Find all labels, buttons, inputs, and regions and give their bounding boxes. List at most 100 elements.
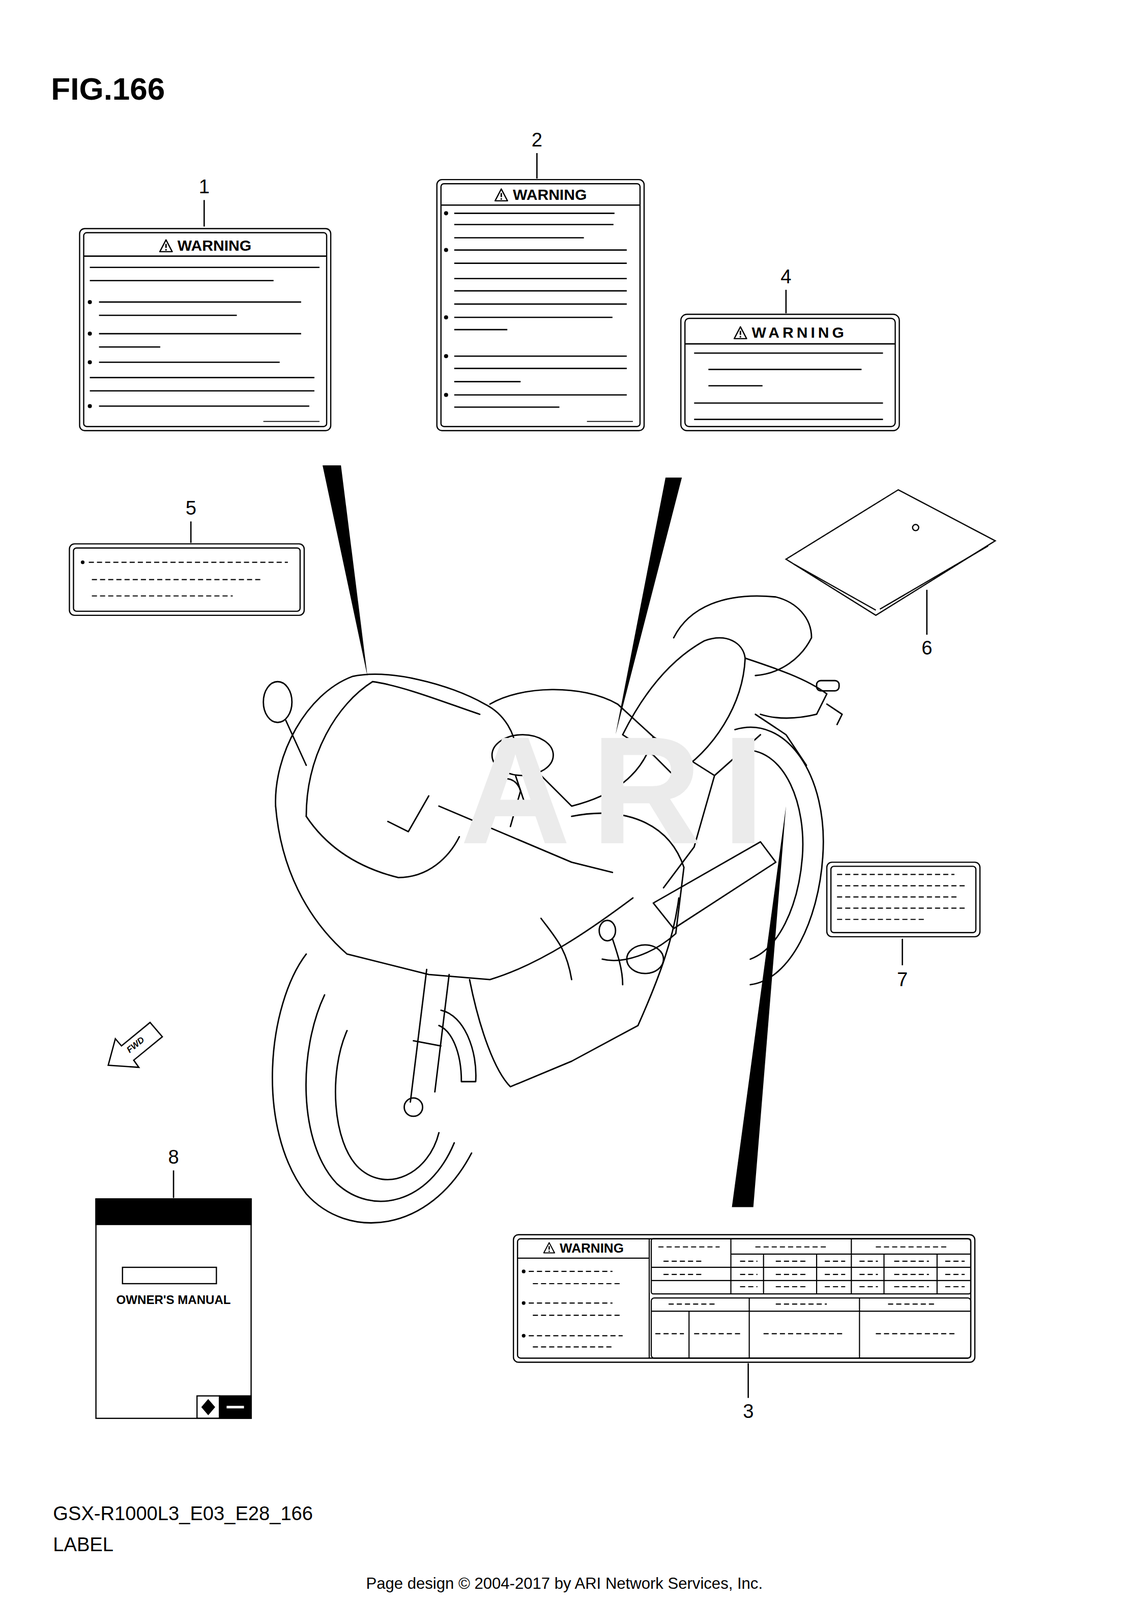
warning-triangle <box>159 240 172 252</box>
bullet-dots <box>444 211 449 216</box>
warning-triangle <box>739 335 742 338</box>
label-outlines <box>830 866 976 933</box>
label-3-table-lines <box>517 1258 650 1260</box>
leader-lines <box>925 590 928 635</box>
label-text-lines <box>454 381 521 383</box>
owners-manual: OWNER'S MANUAL <box>96 1199 252 1419</box>
label-outlines <box>79 228 331 431</box>
dashed-text-lines <box>775 1261 807 1263</box>
watermark: ARI <box>459 714 786 868</box>
dashed-text-lines <box>836 885 965 887</box>
warning-triangle <box>542 1242 556 1255</box>
label-3-table-lines <box>651 1267 971 1269</box>
label-text-lines <box>83 205 896 422</box>
label-text-lines <box>693 402 883 404</box>
dashed-text-lines <box>740 1274 758 1276</box>
dashed-text-lines <box>945 1286 965 1288</box>
motorcycle-drawing <box>439 1010 477 1082</box>
instruction-sheet <box>786 489 996 616</box>
pointer-wedges <box>615 477 682 736</box>
pointer-wedges <box>322 465 368 677</box>
bullet-dots <box>444 354 449 359</box>
dashed-text-lines <box>740 1261 758 1263</box>
dashed-text-lines <box>92 579 261 581</box>
dashed-text-lines <box>888 1304 935 1306</box>
motorcycle-drawing <box>306 681 480 817</box>
label-text-lines <box>454 237 585 239</box>
owners-manual-cover <box>96 1199 252 1419</box>
motorcycle-drawing <box>673 596 812 676</box>
warning-triangle <box>543 1243 555 1254</box>
dashed-text-lines <box>859 1286 878 1288</box>
warning-label: WARNING <box>513 1235 975 1364</box>
label-text-lines <box>693 418 883 421</box>
motorcycle-drawing <box>469 898 679 1088</box>
label-text-lines <box>454 290 627 293</box>
label-text-lines <box>454 406 560 409</box>
leader-lines <box>536 153 538 179</box>
label-3-table-lines <box>651 1239 971 1295</box>
warning-triangle <box>734 326 747 339</box>
callout-number: 1 <box>198 177 210 197</box>
label-text-lines <box>454 355 627 358</box>
motorcycle-drawing <box>263 596 843 1224</box>
label-text-lines <box>454 249 627 251</box>
motorcycle-drawing <box>306 816 460 878</box>
dashed-text-lines <box>528 1271 613 1273</box>
leader-lines <box>172 1170 175 1199</box>
dashed-text-lines <box>824 1261 846 1263</box>
callout-number: 5 <box>185 498 197 518</box>
fwd-arrow <box>108 1022 163 1068</box>
label-text-lines <box>684 343 895 345</box>
label-text-lines <box>90 279 274 282</box>
owners-manual-cover <box>96 1199 252 1419</box>
dashed-text-lines <box>945 1274 965 1276</box>
dashed-text-lines <box>663 1274 705 1276</box>
leader-lines <box>190 521 192 543</box>
warning-triangle <box>500 198 503 200</box>
label-text: OWNER'S MANUAL <box>116 1294 231 1307</box>
warning-triangle <box>495 189 508 201</box>
dashed-text-lines <box>824 1274 846 1276</box>
motorcycle-drawing <box>599 920 616 942</box>
owners-manual-cover <box>122 1267 217 1285</box>
warning-triangle <box>165 249 167 251</box>
owners-manual-cover <box>201 1400 215 1415</box>
label-text-lines <box>83 255 328 257</box>
dashed-text-lines <box>755 1247 827 1249</box>
label-3-table-lines <box>688 1311 690 1359</box>
dashed-text-lines <box>859 1261 878 1263</box>
callout-number: 8 <box>168 1147 180 1168</box>
warning-triangle <box>739 330 742 335</box>
label-text-lines <box>263 421 320 423</box>
label-text-lines <box>99 346 161 349</box>
label-text-lines <box>454 394 627 396</box>
motorcycle-drawing <box>285 720 307 766</box>
label-3-table-lines <box>763 1254 765 1295</box>
dashed-text-lines <box>775 1286 807 1288</box>
callout-number: 4 <box>780 267 792 287</box>
warning-triangle <box>158 239 174 253</box>
label-text-lines <box>587 421 633 423</box>
label-text-lines <box>99 301 302 304</box>
warning-triangle <box>494 188 509 202</box>
label-text-lines <box>441 204 641 207</box>
warning-triangle <box>548 1247 550 1251</box>
dashed-text-lines <box>836 908 965 910</box>
bullet-dots <box>444 315 449 320</box>
label-3-table-lines <box>651 1311 971 1313</box>
label-text: WARNING <box>751 325 848 341</box>
instruction-sheet <box>786 489 996 616</box>
dashed-text-lines <box>528 1335 623 1337</box>
leader-lines <box>203 199 206 227</box>
motorcycle-drawing <box>816 680 839 691</box>
warning-triangle <box>733 326 748 340</box>
dashed-text-lines <box>763 1333 843 1335</box>
label-outlines <box>441 183 641 427</box>
dashed-text-lines <box>894 1261 930 1263</box>
label-3-table-lines <box>850 1239 852 1295</box>
copyright-footer: Page design © 2004-2017 by ARI Network S… <box>365 1576 763 1592</box>
label-text-lines <box>99 405 310 408</box>
label-heading: OWNER'S MANUAL <box>96 1291 252 1310</box>
motorcycle-drawing <box>540 918 623 985</box>
